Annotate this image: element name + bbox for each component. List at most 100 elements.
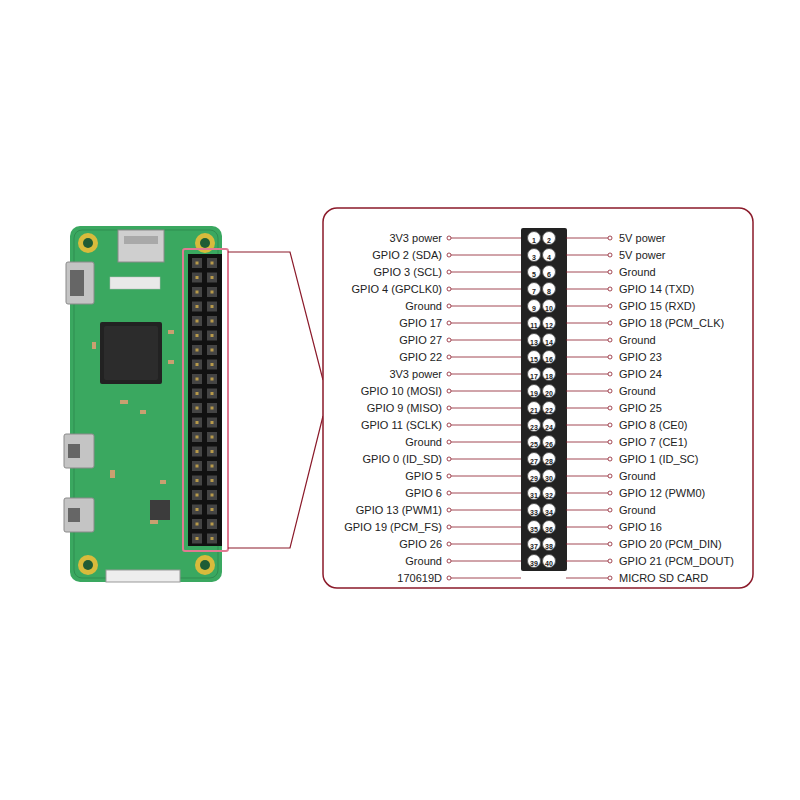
leader-dot (447, 474, 451, 478)
pin-name: GPIO 13 (PWM1) (356, 503, 442, 517)
header-pin-tip (211, 334, 214, 337)
pin-number: 11 (530, 322, 537, 329)
leader-line (566, 340, 608, 341)
pin-number: 29 (530, 475, 538, 482)
mini-hdmi-port (66, 262, 94, 304)
pin-number-circle: 9 (527, 299, 541, 313)
pin-number-circle: 15 (527, 350, 541, 364)
pin-name: GPIO 25 (619, 401, 662, 415)
header-pin-tip (196, 392, 199, 395)
pin-number-circle: 35 (527, 520, 541, 534)
pin-name: MICRO SD CARD (619, 571, 708, 585)
pin-number-circle: 40 (542, 554, 556, 568)
header-pin (192, 490, 202, 500)
header-pin (192, 461, 202, 471)
leader-dot (447, 423, 451, 427)
leader-line (566, 323, 608, 324)
pin-name: GPIO 6 (405, 486, 442, 500)
leader-line (451, 510, 521, 511)
leader-line (566, 374, 608, 375)
pin-number-circle: 27 (527, 452, 541, 466)
leader-dot (608, 253, 612, 257)
pin-name: Ground (619, 384, 656, 398)
header-pin-tip (211, 305, 214, 308)
camera-connector (106, 570, 180, 582)
pin-name: GPIO 17 (399, 316, 442, 330)
header-pin (192, 360, 202, 370)
pin-number-circle: 36 (542, 520, 556, 534)
header-pin-tip (196, 436, 199, 439)
micro-usb-port (64, 434, 94, 468)
pin-number-circle: 20 (542, 384, 556, 398)
leader-line (451, 561, 521, 562)
pin-number-circle: 39 (527, 554, 541, 568)
leader-line (451, 374, 521, 375)
header-pin-tip (211, 407, 214, 410)
leader-dot (608, 355, 612, 359)
pin-name: GPIO 12 (PWM0) (619, 486, 705, 500)
header-pin-tip (196, 363, 199, 366)
leader-line (451, 578, 521, 579)
leader-dot (608, 236, 612, 240)
pin-name: GPIO 26 (399, 537, 442, 551)
pinout-panel (323, 208, 753, 588)
leader-line (451, 357, 521, 358)
pin-name: GPIO 19 (PCM_FS) (344, 520, 442, 534)
leader-dot (447, 338, 451, 342)
leader-line (451, 527, 521, 528)
leader-line (451, 340, 521, 341)
header-pin-tip (211, 363, 214, 366)
leader-dot (608, 270, 612, 274)
header-pin-tip (196, 537, 199, 540)
header-pin-tip (196, 508, 199, 511)
pin-name: GPIO 21 (PCM_DOUT) (619, 554, 734, 568)
header-pins (192, 258, 217, 544)
pin-number: 9 (532, 305, 536, 312)
pin-number-circle: 23 (527, 418, 541, 432)
leader-dot (608, 457, 612, 461)
header-pin (207, 273, 217, 283)
leader-dot (608, 406, 612, 410)
leader-dot (608, 287, 612, 291)
leader-dot (608, 321, 612, 325)
leader-dot (447, 542, 451, 546)
pin-number: 6 (547, 271, 551, 278)
pin-number-circle: 7 (527, 282, 541, 296)
pin-name: GPIO 22 (399, 350, 442, 364)
pin-number: 14 (545, 339, 553, 346)
pin-number-circle: 21 (527, 401, 541, 415)
pin-name: GPIO 16 (619, 520, 662, 534)
header-pin (207, 287, 217, 297)
soc-chip (100, 322, 162, 384)
header-pin (207, 403, 217, 413)
header-pin (207, 345, 217, 355)
leader-line (451, 391, 521, 392)
header-pin (192, 505, 202, 515)
header-strip (521, 228, 567, 571)
pin-number-circle: 13 (527, 333, 541, 347)
leader-dot (447, 576, 451, 580)
pin-number-circle: 31 (527, 486, 541, 500)
pin-number-circle: 8 (542, 282, 556, 296)
pin-number-circle: 4 (542, 248, 556, 262)
pin-number: 22 (545, 407, 553, 414)
header-pin (192, 432, 202, 442)
pin-name: 5V power (619, 248, 665, 262)
gpio-header (188, 254, 222, 546)
pin-number: 28 (545, 458, 553, 465)
pin-number-circle: 29 (527, 469, 541, 483)
header-pin (207, 389, 217, 399)
pin-name: Ground (619, 333, 656, 347)
header-pin (207, 316, 217, 326)
pin-number: 5 (532, 271, 536, 278)
header-pin-tip (211, 421, 214, 424)
leader-dot (447, 406, 451, 410)
header-pin (207, 374, 217, 384)
header-pin (207, 476, 217, 486)
header-pin (192, 403, 202, 413)
header-pin-tip (211, 479, 214, 482)
pin-number-circle: 11 (527, 316, 541, 330)
pin-name: GPIO 10 (MOSI) (361, 384, 442, 398)
leader-dot (447, 372, 451, 376)
